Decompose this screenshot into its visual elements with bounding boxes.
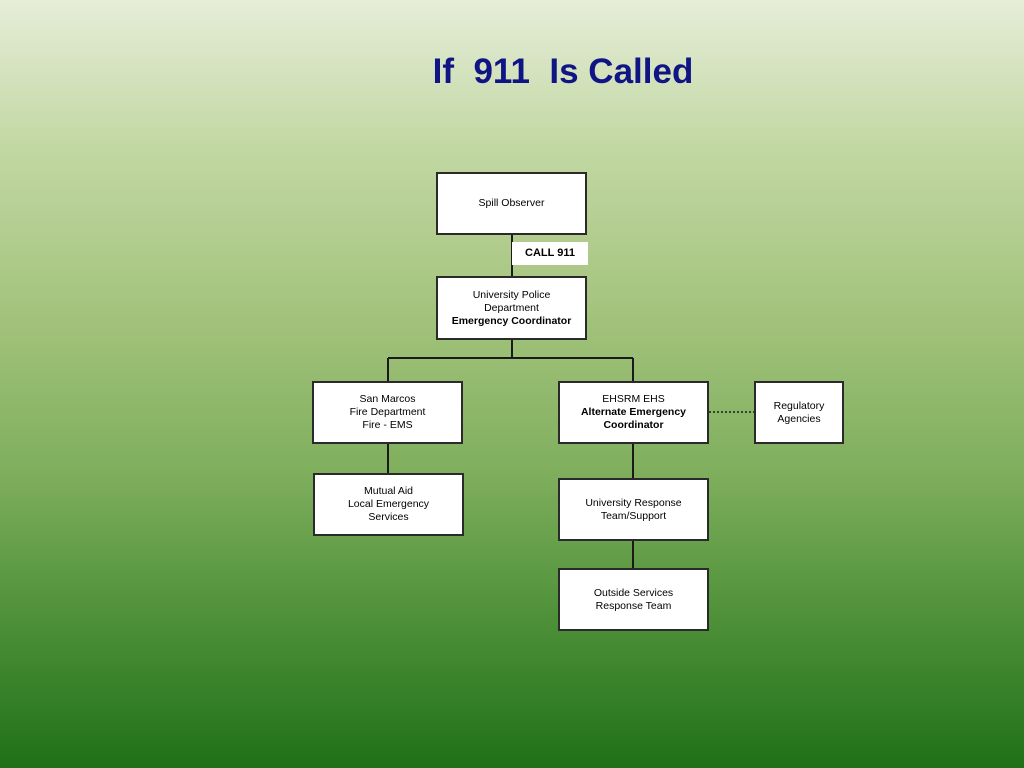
university-response-line2: Team/Support — [600, 509, 667, 522]
san-marcos-fire-box: San Marcos Fire Department Fire - EMS — [312, 381, 463, 444]
spill-observer-box: Spill Observer — [436, 172, 587, 235]
san-marcos-line2: Fire Department — [349, 406, 426, 418]
mutual-aid-line3: Services — [368, 511, 409, 523]
emergency-coordinator-label: Emergency Coordinator — [451, 314, 572, 327]
regulatory-agencies-box: Regulatory Agencies — [754, 381, 844, 444]
ehsrm-ehs-box: EHSRM EHS Alternate Emergency Coordinato… — [558, 381, 709, 444]
ehsrm-line1: EHSRM EHS — [602, 393, 665, 405]
outside-services-box: Outside Services Response Team — [558, 568, 709, 631]
mutual-aid-box: Mutual Aid Local Emergency Services — [313, 473, 464, 536]
mutual-aid-line2: Local Emergency — [347, 498, 430, 510]
spill-observer-text: Spill Observer — [478, 197, 545, 209]
regulatory-line2: Agencies — [777, 412, 821, 425]
call-911-label: CALL 911 — [512, 242, 588, 265]
university-response-line1: University Response — [585, 496, 682, 509]
university-police-box: University Police Department Emergency C… — [436, 276, 587, 340]
san-marcos-line1: San Marcos — [359, 393, 416, 405]
regulatory-line1: Regulatory — [773, 399, 825, 412]
coordinator-label: Coordinator — [603, 419, 664, 431]
alternate-emergency-label: Alternate Emergency — [580, 406, 687, 418]
mutual-aid-line1: Mutual Aid — [363, 485, 414, 497]
outside-services-line1: Outside Services — [593, 586, 674, 599]
university-police-line2: Department — [484, 301, 539, 314]
san-marcos-line3: Fire - EMS — [362, 419, 413, 431]
slide-title: If 911 Is Called — [432, 52, 694, 91]
outside-services-line2: Response Team — [595, 599, 672, 612]
university-police-line1: University Police — [472, 288, 551, 301]
university-response-box: University Response Team/Support — [558, 478, 709, 541]
